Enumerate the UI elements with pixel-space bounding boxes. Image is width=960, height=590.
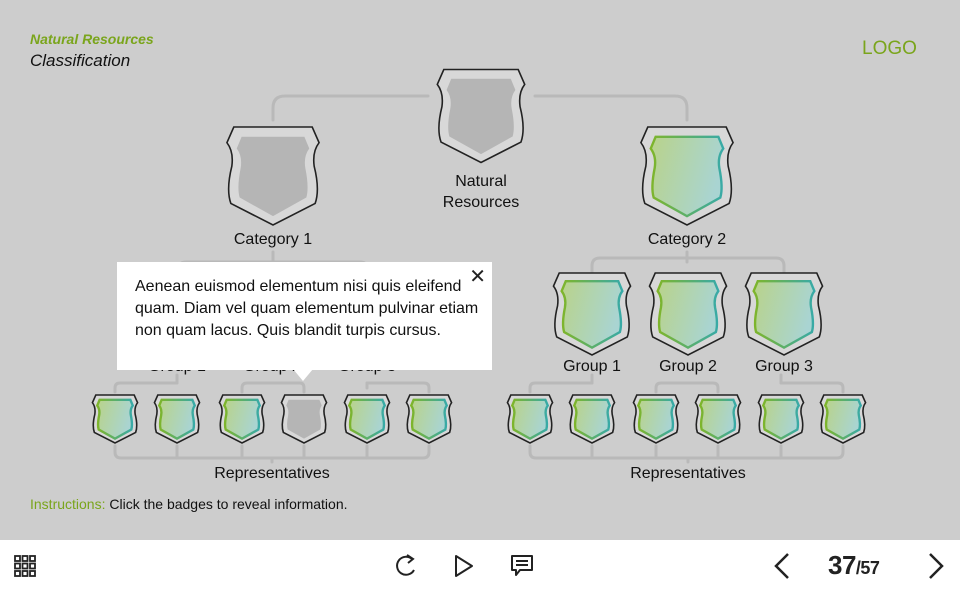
left-representative-6-badge-fill	[409, 398, 449, 441]
left-representative-1-badge-fill	[95, 398, 135, 441]
right-representative-5-badge[interactable]	[757, 394, 805, 444]
category-1-label: Category 1	[233, 231, 313, 248]
player-toolbar: 37/57	[0, 540, 960, 590]
right-representative-3-badge-fill	[636, 398, 676, 441]
right-representative-2-badge[interactable]	[568, 394, 616, 444]
page-counter: 37/57	[828, 550, 880, 581]
left-representative-1-badge[interactable]	[91, 394, 139, 444]
right-group-2-label: Group 2	[659, 358, 717, 375]
instructions: Instructions: Click the badges to reveal…	[30, 496, 348, 512]
right-representative-1-badge-fill	[510, 398, 550, 441]
left-representative-6-badge[interactable]	[405, 394, 453, 444]
left-representative-2-badge[interactable]	[153, 394, 201, 444]
right-representative-6-badge[interactable]	[819, 394, 867, 444]
total-pages: /57	[855, 558, 880, 578]
right-representatives-label: Representatives	[630, 465, 746, 482]
course-title: Natural Resources	[30, 31, 154, 47]
category-1-badge[interactable]	[226, 126, 320, 226]
root-badge-fill	[446, 78, 516, 155]
instructions-text: Click the badges to reveal information.	[105, 496, 348, 512]
chevron-right-icon[interactable]	[926, 551, 946, 586]
root-badge[interactable]	[436, 68, 526, 164]
root-label-line1: Natural	[455, 173, 507, 190]
right-group-2-badge-fill	[656, 279, 720, 349]
slide-stage: Natural Resources Classification LOGO Na…	[0, 0, 960, 540]
right-group-1-badge[interactable]	[552, 272, 632, 356]
tree-connectors	[91, 68, 867, 464]
right-representative-5-badge-fill	[761, 398, 801, 441]
replay-icon[interactable]	[395, 553, 419, 584]
popup-text: Aenean euismod elementum nisi quis eleif…	[135, 278, 479, 339]
category-2-badge[interactable]	[640, 126, 734, 226]
left-representative-5-badge-fill	[347, 398, 387, 441]
left-representatives-label: Representatives	[214, 465, 330, 482]
left-representative-3-badge-fill	[222, 398, 262, 441]
left-representative-4-badge[interactable]	[280, 394, 328, 444]
grid-menu-icon[interactable]	[13, 554, 37, 583]
popup-pointer	[293, 369, 313, 381]
chevron-left-icon[interactable]	[772, 551, 792, 586]
right-group-3-badge[interactable]	[744, 272, 824, 356]
category-2-badge-fill	[649, 135, 725, 218]
instructions-key: Instructions:	[30, 496, 106, 512]
right-group-3-label: Group 3	[755, 358, 813, 375]
info-popup: Aenean euismod elementum nisi quis eleif…	[117, 262, 492, 381]
play-icon[interactable]	[453, 553, 475, 584]
notes-icon[interactable]	[510, 554, 534, 583]
logo: LOGO	[862, 38, 917, 59]
right-group-3-badge-fill	[752, 279, 816, 349]
root-label: Natural Resources	[443, 171, 519, 213]
slide-title: Classification	[30, 51, 131, 70]
right-representative-6-badge-fill	[823, 398, 863, 441]
left-representative-5-badge[interactable]	[343, 394, 391, 444]
category-1-badge-fill	[236, 136, 310, 217]
right-group-1-label: Group 1	[563, 358, 621, 375]
left-representative-2-badge-fill	[157, 398, 197, 441]
right-representative-2-badge-fill	[572, 398, 612, 441]
right-group-1-badge-fill	[560, 279, 624, 349]
right-representative-4-badge-fill	[698, 398, 738, 441]
left-representative-3-badge[interactable]	[218, 394, 266, 444]
close-icon[interactable]: ✕	[469, 266, 486, 288]
right-representative-1-badge[interactable]	[506, 394, 554, 444]
current-page: 37	[828, 550, 856, 580]
category-2-label: Category 2	[647, 231, 727, 248]
right-representative-3-badge[interactable]	[632, 394, 680, 444]
root-label-line2: Resources	[442, 194, 520, 211]
right-representative-4-badge[interactable]	[694, 394, 742, 444]
right-group-2-badge[interactable]	[648, 272, 728, 356]
left-representative-4-badge-fill	[286, 399, 322, 439]
